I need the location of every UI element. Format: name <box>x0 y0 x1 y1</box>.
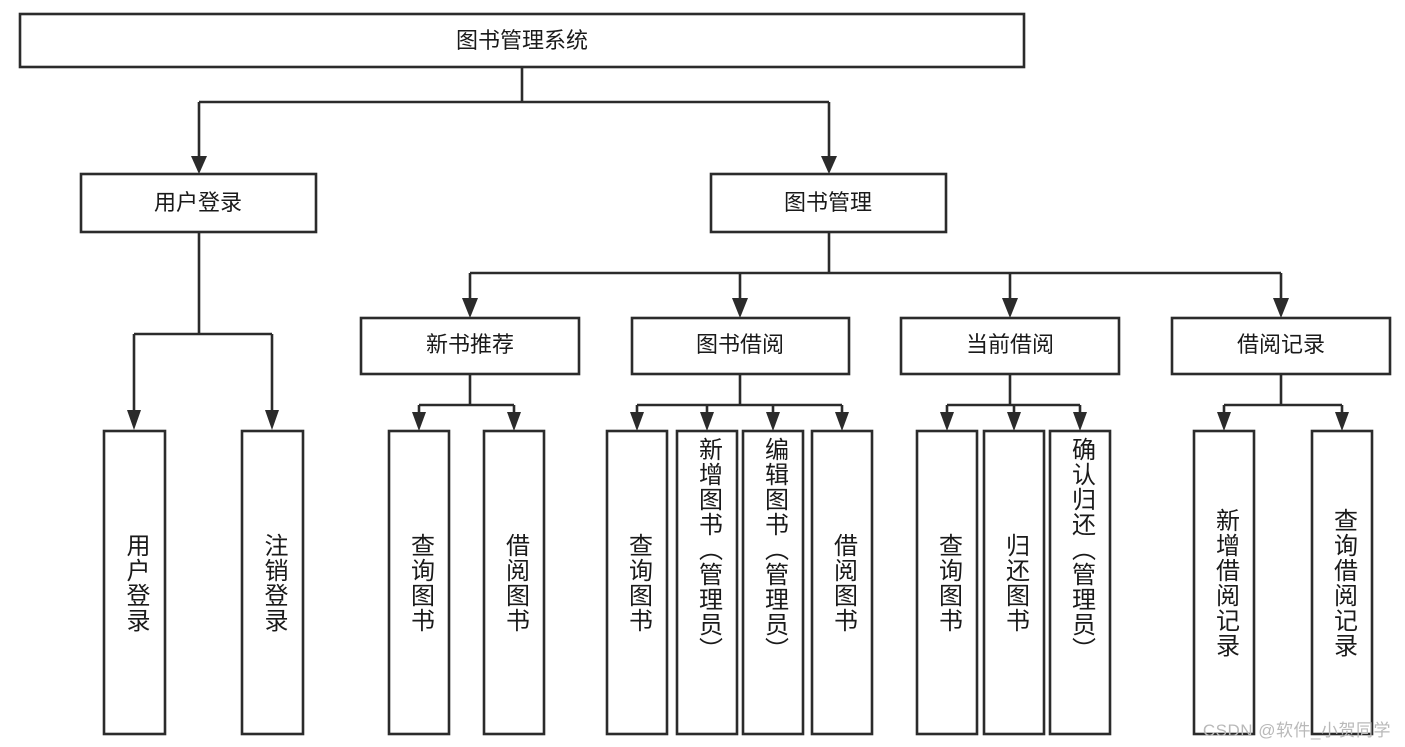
connector-new-book-to-leaves <box>412 374 521 431</box>
connector-book-manage-to-level3 <box>462 232 1289 318</box>
node-user-login-label: 用户登录 <box>154 190 242 215</box>
arrow-current-borrow-leaf2-icon <box>1007 412 1021 431</box>
csdn-watermark: CSDN @软件_小贺同学 <box>1202 721 1391 740</box>
leaf-box-book-borrow-4[interactable] <box>810 429 874 736</box>
node-user-login[interactable]: 用户登录 <box>79 172 318 234</box>
node-borrow-record-box[interactable] <box>1170 316 1392 376</box>
connector-book-borrow-to-leaves <box>630 374 849 431</box>
leaf-boxes-book-borrow <box>605 429 874 736</box>
arrow-new-book-leaf1-icon <box>412 412 426 431</box>
leaf-box-borrow-record-1[interactable] <box>1192 429 1256 736</box>
arrow-book-borrow-leaf4-icon <box>835 412 849 431</box>
arrow-to-book-borrow-icon <box>732 298 748 318</box>
leaf-box-user-login-2[interactable] <box>240 429 305 736</box>
node-new-book-recommend-box[interactable] <box>359 316 581 376</box>
leaf-box-current-borrow-3[interactable] <box>1048 429 1112 736</box>
leaf-box-borrow-record-2[interactable] <box>1310 429 1374 736</box>
node-book-borrow-box[interactable] <box>630 316 851 376</box>
leaf-box-new-book-1[interactable] <box>387 429 451 736</box>
node-current-borrow-label: 当前借阅 <box>966 332 1054 357</box>
arrow-to-current-borrow-icon <box>1002 298 1018 318</box>
node-user-login-box[interactable] <box>79 172 318 234</box>
arrow-borrow-record-leaf1-icon <box>1217 412 1231 431</box>
arrow-borrow-record-leaf2-icon <box>1335 412 1349 431</box>
node-root[interactable]: 图书管理系统 <box>18 12 1026 69</box>
arrow-current-borrow-leaf3-icon <box>1073 412 1087 431</box>
node-book-manage-box[interactable] <box>709 172 948 234</box>
node-current-borrow-box[interactable] <box>899 316 1121 376</box>
node-book-manage[interactable]: 图书管理 <box>709 172 948 234</box>
connector-borrow-record-to-leaves <box>1217 374 1349 431</box>
arrow-book-borrow-leaf3-icon <box>766 412 780 431</box>
arrow-to-book-manage-icon <box>821 156 837 174</box>
arrow-current-borrow-leaf1-icon <box>940 412 954 431</box>
arrow-book-borrow-leaf2-icon <box>700 412 714 431</box>
node-root-box[interactable] <box>18 12 1026 69</box>
arrow-to-borrow-record-icon <box>1273 298 1289 318</box>
leaf-box-book-borrow-1[interactable] <box>605 429 669 736</box>
arrow-user-login-leaf2-icon <box>265 410 279 430</box>
node-new-book-recommend[interactable]: 新书推荐 <box>359 316 581 376</box>
leaf-box-book-borrow-3[interactable] <box>741 429 805 736</box>
arrow-user-login-leaf1-icon <box>127 410 141 430</box>
leaf-box-book-borrow-2[interactable] <box>675 429 739 736</box>
node-book-borrow[interactable]: 图书借阅 <box>630 316 851 376</box>
arrow-new-book-leaf2-icon <box>507 412 521 431</box>
leaf-box-new-book-2[interactable] <box>482 429 546 736</box>
leaf-box-current-borrow-1[interactable] <box>915 429 979 736</box>
arrow-to-user-login-icon <box>191 156 207 174</box>
node-current-borrow[interactable]: 当前借阅 <box>899 316 1121 376</box>
connector-user-login-to-leaves <box>127 232 279 430</box>
connector-root-to-level2 <box>191 67 837 174</box>
node-borrow-record[interactable]: 借阅记录 <box>1170 316 1392 376</box>
leaf-boxes-current-borrow <box>915 429 1112 736</box>
leaf-box-user-login-1[interactable] <box>102 429 167 736</box>
node-borrow-record-label: 借阅记录 <box>1237 332 1325 357</box>
connector-current-borrow-to-leaves <box>940 374 1087 431</box>
leaf-boxes-user-login <box>102 429 305 736</box>
leaf-boxes-borrow-record <box>1192 429 1374 736</box>
arrow-book-borrow-leaf1-icon <box>630 412 644 431</box>
node-book-borrow-label: 图书借阅 <box>696 332 784 357</box>
node-new-book-recommend-label: 新书推荐 <box>426 332 514 357</box>
node-root-label: 图书管理系统 <box>456 28 588 53</box>
arrow-to-new-book-icon <box>462 298 478 318</box>
leaf-box-current-borrow-2[interactable] <box>982 429 1046 736</box>
node-book-manage-label: 图书管理 <box>784 190 872 215</box>
leaf-boxes-new-book-recommend <box>387 429 546 736</box>
